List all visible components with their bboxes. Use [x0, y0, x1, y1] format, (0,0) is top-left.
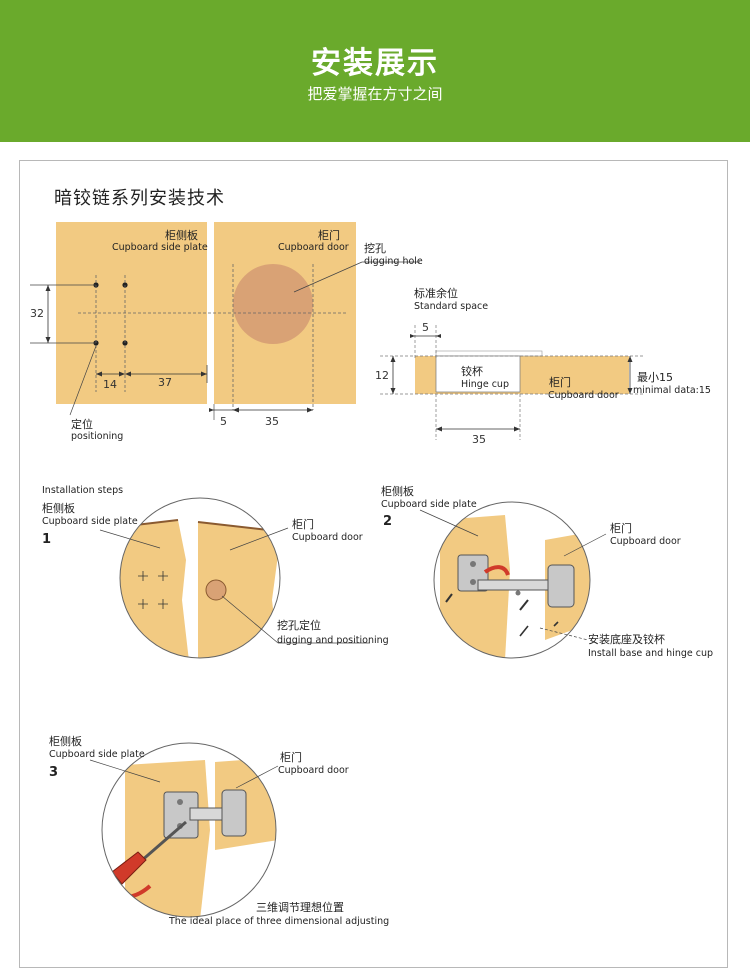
step3-caption-zh: 三维调节理想位置	[256, 901, 344, 914]
step3-caption-en: The ideal place of three dimensional adj…	[169, 916, 390, 927]
step3-side-en: Cupboard side plate	[49, 749, 145, 760]
step3-side-zh: 柜侧板	[49, 735, 82, 748]
section-edge-strip	[435, 350, 543, 357]
side-plate-label-zh: 柜侧板	[165, 229, 198, 242]
dim-35: 35	[265, 415, 279, 428]
section-door-zh: 柜门	[549, 376, 571, 389]
hole-label-zh: 挖孔	[364, 242, 386, 255]
dim-37: 37	[158, 376, 172, 389]
step2-side-en: Cupboard side plate	[381, 499, 477, 510]
dim-14: 14	[103, 378, 117, 391]
hinge-cup-en: Hinge cup	[461, 379, 509, 390]
step2-door-en: Cupboard door	[610, 536, 681, 547]
position-label-en: positioning	[71, 431, 124, 442]
dim-5: 5	[220, 415, 227, 428]
step3-illustration	[110, 758, 276, 917]
step2-illustration	[440, 515, 590, 658]
section-dim-35: 35	[472, 433, 486, 446]
step1-illustration	[120, 519, 280, 658]
hole-label-en: digging hole	[364, 256, 423, 267]
step1-number: 1	[42, 532, 52, 547]
section-door-en: Cupboard door	[548, 390, 619, 401]
step1-side-en: Cupboard side plate	[42, 516, 138, 527]
banner-subtitle: 把爱掌握在方寸之间	[307, 85, 443, 103]
step3-door-zh: 柜门	[280, 751, 302, 764]
step2-door-zh: 柜门	[610, 522, 632, 535]
standard-space-en: Standard space	[414, 301, 489, 312]
side-plate-label-en: Cupboard side plate	[112, 242, 208, 253]
diagram-title: 暗铰链系列安装技术	[54, 188, 225, 209]
minimal-en: minimal data:15	[633, 385, 711, 396]
step1-caption-en: digging and positioning	[277, 635, 389, 646]
header-banner: 安装展示 把爱掌握在方寸之间	[0, 0, 750, 142]
step2-caption-zh: 安装底座及铰杯	[588, 633, 665, 646]
step1-door-en: Cupboard door	[292, 532, 363, 543]
step1-caption-zh: 挖孔定位	[277, 619, 321, 632]
step3-number: 3	[49, 765, 59, 780]
door-label-zh: 柜门	[318, 229, 340, 242]
minimal-zh: 最小15	[637, 371, 673, 384]
step2-caption-en: Install base and hinge cup	[588, 648, 714, 659]
position-label-zh: 定位	[71, 418, 93, 431]
step1-door-zh: 柜门	[292, 518, 314, 531]
step1-side-zh: 柜侧板	[42, 502, 75, 515]
section-dim-12: 12	[375, 369, 389, 382]
hinge-cup-zh: 铰杯	[461, 365, 483, 378]
banner-title: 安装展示	[311, 46, 439, 81]
step3-door-en: Cupboard door	[278, 765, 349, 776]
standard-space-zh: 标准余位	[414, 287, 458, 300]
step2-number: 2	[383, 514, 393, 529]
section-dim-5: 5	[422, 321, 429, 334]
step2-side-zh: 柜侧板	[381, 485, 414, 498]
dim-32: 32	[30, 307, 44, 320]
digging-hole-circle	[233, 264, 313, 344]
door-label-en: Cupboard door	[278, 242, 349, 253]
installation-steps-heading: Installation steps	[42, 485, 124, 496]
hinge-cup-shape	[435, 355, 521, 393]
